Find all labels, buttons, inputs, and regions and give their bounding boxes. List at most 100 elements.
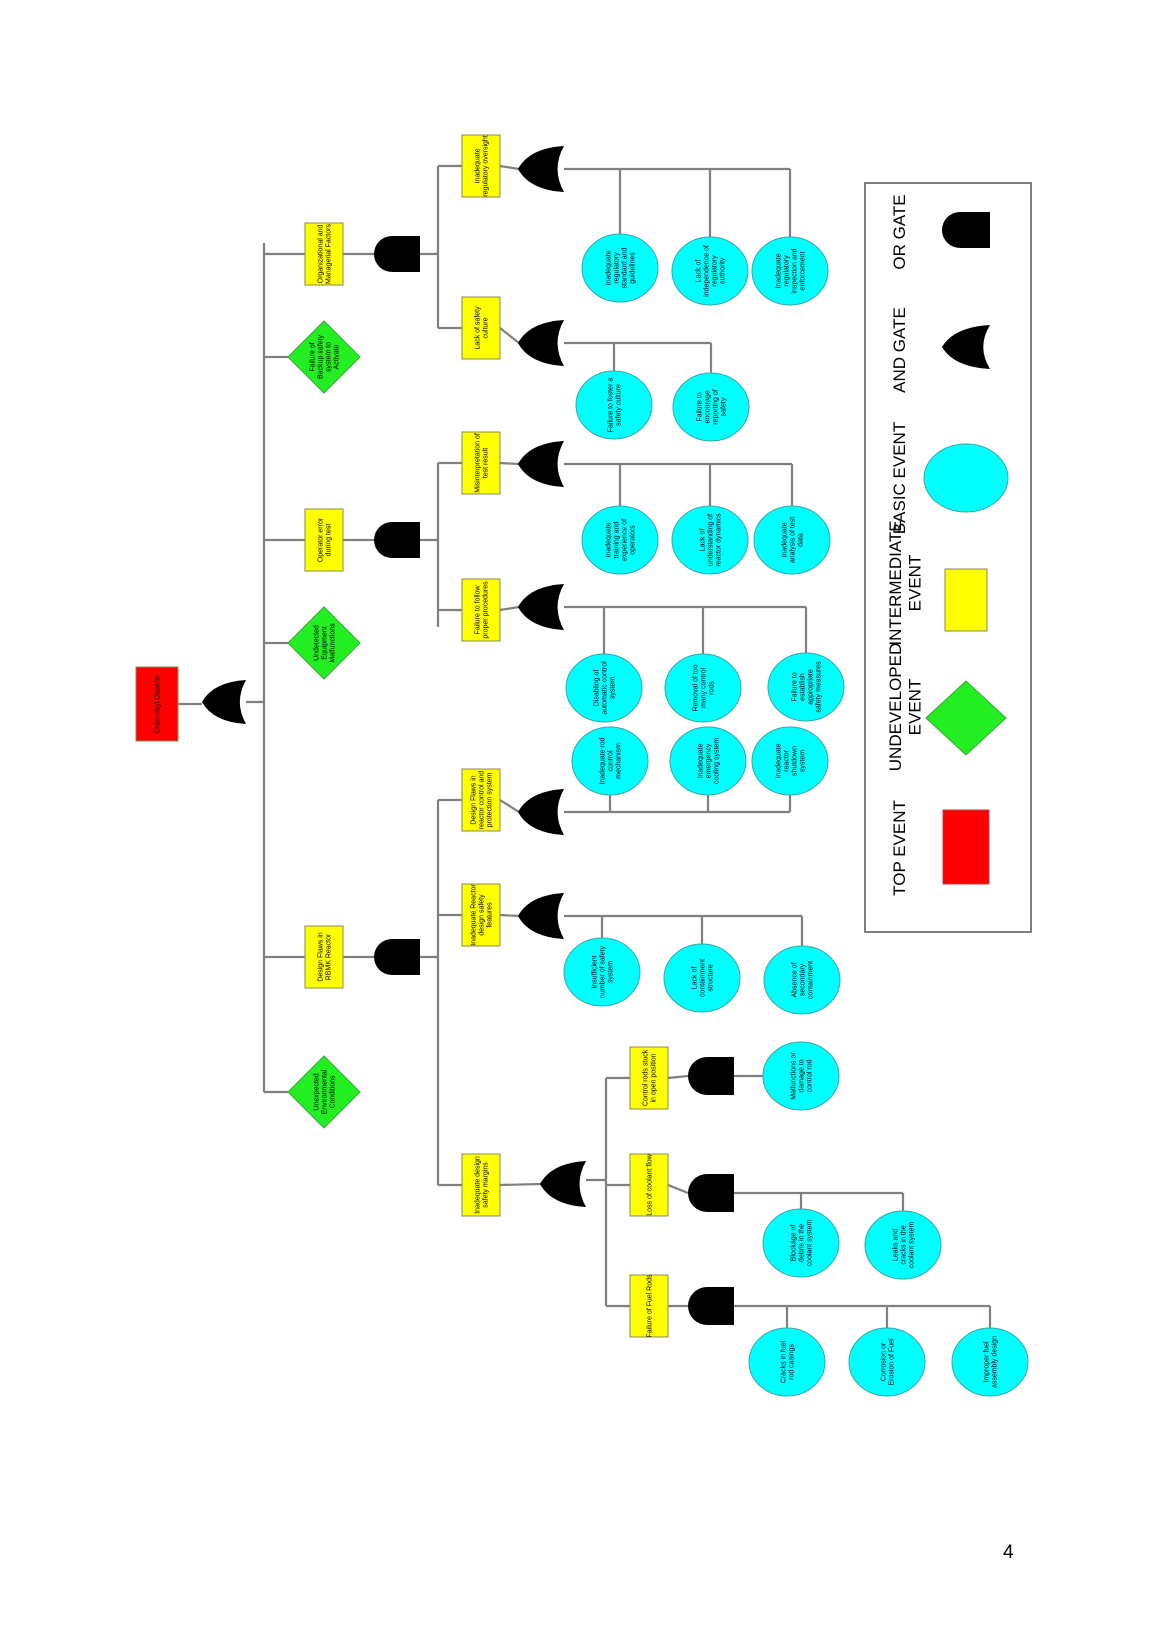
basic-event-shape (767, 652, 845, 722)
label-line: Unexpected (313, 1073, 320, 1110)
connector-line (499, 327, 520, 344)
label-line: secondary (799, 963, 806, 996)
connector-line (499, 913, 520, 918)
label-line: Inadequate design (474, 1156, 481, 1214)
top-event-icon (942, 809, 990, 885)
basic-event-shape (581, 233, 659, 303)
label-line: containment (808, 961, 815, 999)
connector-line (499, 164, 520, 171)
intermediate-event-icon (944, 568, 988, 632)
undeveloped-event-icon (925, 680, 1007, 756)
or-gate-icon (942, 212, 990, 248)
label-line: Failure to (696, 392, 703, 421)
label-line: Misinterpretation of (474, 433, 481, 493)
label-line: authority (720, 257, 727, 284)
label-line: Blockage of (790, 1225, 797, 1262)
connector-lines (178, 164, 992, 1328)
label-line: system (800, 750, 807, 772)
basic-event-shape (571, 726, 649, 796)
label-line: Backup safety (317, 335, 324, 379)
or-gate-icon (374, 939, 420, 975)
label-line: rod casings (788, 1344, 795, 1380)
label-line: regulatory (783, 255, 790, 287)
label-line: enforcement (800, 251, 807, 290)
label-line: Inadequate (781, 522, 788, 557)
intermediate-event-shape (629, 1153, 669, 1217)
label-line: Failure of (309, 342, 316, 371)
top-event: Chernobyl Disaster (135, 666, 179, 742)
undeveloped-event-shape (287, 606, 361, 680)
label-line: culture (482, 317, 489, 338)
label-line: Operator error (317, 517, 324, 562)
label-line: regulatory (711, 255, 718, 287)
label-line: Absence of (791, 962, 798, 997)
label-line: INTERMEDIATE (886, 520, 905, 645)
top-event-shape (135, 666, 179, 742)
label-line: Undetected (313, 625, 320, 661)
intermediate-event-shape (461, 883, 501, 947)
label-line: Managerial Factors (325, 224, 332, 284)
label-line: independence of (703, 245, 710, 297)
intermediate-event-shape (304, 508, 344, 572)
and-gate-icon (518, 441, 564, 487)
basic-event-shape (751, 726, 829, 796)
label-line: Inadequate (775, 743, 782, 778)
intermediate-event: Failure of Fuel Rods (629, 1274, 669, 1338)
label-line: safety margins (482, 1162, 489, 1208)
basic-event-shape (763, 945, 841, 1015)
label-line: safety (721, 397, 728, 416)
basic-event-shape (575, 370, 653, 440)
label-line: establish (799, 673, 806, 701)
label-line: assembly design (991, 1336, 998, 1388)
intermediate-event-shape (629, 1274, 669, 1338)
label-line: Inadequate (605, 250, 612, 285)
connector-line (499, 799, 520, 813)
label-line: Inadequate (697, 743, 704, 778)
label-line: Activate (334, 344, 341, 369)
legend-label: BASIC EVENT (890, 422, 909, 534)
basic-event-shape (951, 1327, 1029, 1397)
intermediate-event-shape (461, 578, 501, 642)
node-label: Failure of Fuel Rods (646, 1274, 653, 1338)
label-line: Removal of too (692, 664, 699, 711)
label-line: AND GATE (890, 307, 909, 393)
label-line: UNDEVELOPED (886, 643, 905, 771)
label-line: EVENT (906, 555, 925, 612)
label-line: Control rods stuck (642, 1049, 649, 1106)
label-line: understanding of (707, 514, 714, 566)
label-line: containment (699, 959, 706, 997)
label-line: during test (325, 524, 332, 557)
